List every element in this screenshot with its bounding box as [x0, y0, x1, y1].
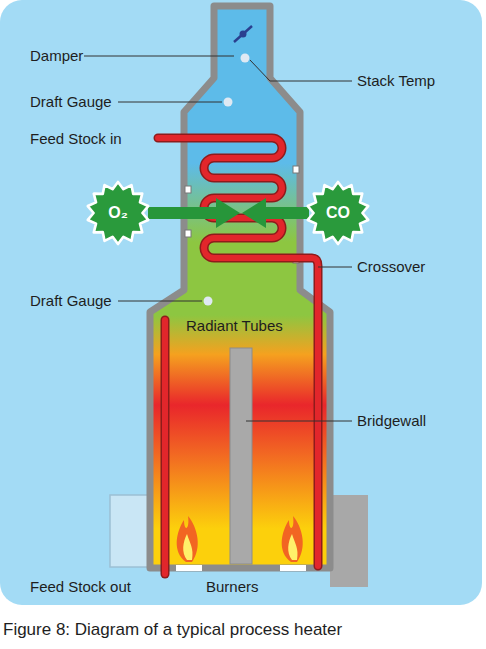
process-tubes	[158, 138, 318, 574]
convection-coil	[158, 138, 318, 566]
leader-line	[246, 421, 352, 422]
wall-port	[185, 230, 191, 237]
damper-blade	[234, 26, 252, 42]
burner-flame	[183, 534, 192, 560]
burner-opening	[280, 565, 306, 571]
figure-caption: Figure 8: Diagram of a typical process h…	[3, 620, 342, 640]
draft-gauge-label: Draft Gauge	[30, 93, 112, 111]
gas-label: CO	[326, 204, 350, 222]
background	[0, 0, 482, 605]
radiant-tubes-label: Radiant Tubes	[186, 317, 283, 335]
burner-flame	[282, 516, 303, 562]
leader-line	[118, 102, 222, 103]
tube-outline	[161, 320, 170, 574]
feed-in-label: Feed Stock in	[30, 130, 122, 148]
o2-starburst: O₂	[85, 180, 151, 246]
draft-gauge-label: Draft Gauge	[30, 292, 112, 310]
node-text: CO	[305, 180, 371, 246]
base-box	[330, 495, 368, 587]
arrow-head	[216, 198, 240, 228]
stack-temp-sensor	[241, 54, 250, 63]
draft-gauge-point	[204, 297, 213, 306]
o2-arrow	[148, 207, 218, 219]
arrow-head	[242, 198, 266, 228]
burners-label: Burners	[206, 578, 259, 596]
heater-wall	[150, 6, 330, 568]
bridgewall	[230, 348, 252, 564]
leader-line	[84, 56, 234, 57]
draft-gauge-point	[224, 98, 233, 107]
wall-port	[293, 166, 299, 173]
burner-opening	[176, 565, 202, 571]
co-arrow	[264, 207, 309, 219]
damper-label: Damper	[30, 47, 83, 65]
crossover-label: Crossover	[357, 258, 425, 276]
gas-arrows	[148, 198, 309, 228]
leader-lines	[84, 56, 352, 421]
wall-port	[185, 186, 191, 193]
co-starburst: CO	[305, 180, 371, 246]
starburst-outline	[308, 182, 368, 244]
gas-label: O₂	[108, 204, 128, 222]
damper-pivot	[240, 31, 247, 38]
leader-line	[318, 267, 352, 268]
burner-flame	[288, 534, 297, 560]
feed-out-label: Feed Stock out	[30, 578, 131, 596]
bridgewall-label: Bridgewall	[357, 412, 426, 430]
base-box	[110, 495, 152, 567]
stack-temp-label: Stack Temp	[357, 72, 435, 90]
leader-line	[250, 60, 270, 81]
radiant-tube	[162, 320, 168, 574]
node-text: O₂	[85, 180, 151, 246]
starburst-outline	[88, 182, 148, 244]
tube-outline	[158, 138, 318, 566]
burner-flame	[177, 516, 198, 562]
leader-line	[270, 81, 352, 82]
leader-line	[118, 301, 202, 302]
